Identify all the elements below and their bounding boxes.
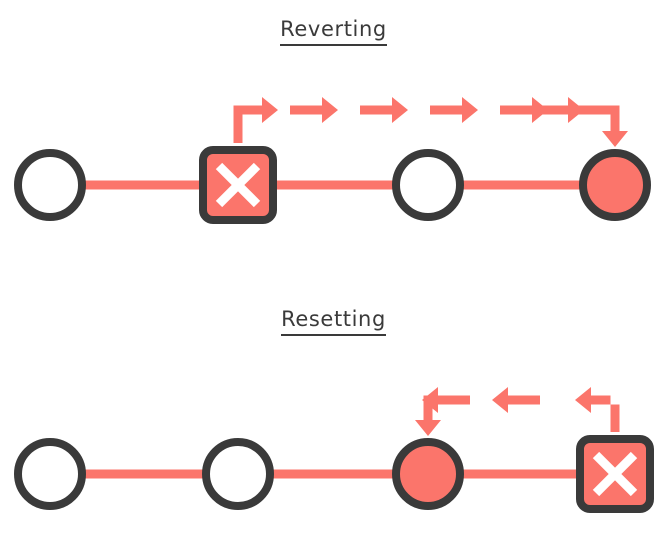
commit-node-2[interactable]: [202, 438, 274, 510]
section-title-resetting-label: Resetting: [281, 307, 386, 337]
flow-start-elbow-arrow: [233, 97, 278, 143]
commit-node-2-shape[interactable]: [202, 438, 274, 510]
head-node-shape[interactable]: [579, 149, 651, 221]
cross-icon: [592, 451, 638, 497]
section-graph-reverting: [14, 97, 651, 224]
flow-dash-arrow-2: [360, 97, 408, 123]
flow-dash-arrow-4: [500, 97, 548, 123]
cross-icon: [215, 162, 261, 208]
commit-node-1[interactable]: [14, 149, 86, 221]
flow-dash-arrow-3: [430, 97, 478, 123]
commit-node-1-shape[interactable]: [14, 149, 86, 221]
commit-node-3[interactable]: [392, 149, 464, 221]
flow-dash-arrow-2: [492, 387, 540, 413]
section-title-reverting: Reverting: [0, 17, 667, 47]
section-title-resetting: Resetting: [0, 307, 667, 337]
flow-start-elbow-arrow: [575, 387, 620, 432]
revert-commit-node[interactable]: [199, 146, 277, 224]
discarded-commit-node[interactable]: [576, 435, 654, 513]
flow-dash-arrow-5: [536, 97, 584, 123]
section-graph-resetting: [14, 387, 654, 513]
flow-end-elbow-arrow: [575, 105, 628, 147]
head-node[interactable]: [392, 438, 464, 510]
flow-end-elbow-arrow: [415, 395, 468, 436]
commit-node-3-shape[interactable]: [392, 149, 464, 221]
head-node[interactable]: [579, 149, 651, 221]
commit-node-1-shape[interactable]: [14, 438, 86, 510]
commit-node-1[interactable]: [14, 438, 86, 510]
section-title-reverting-label: Reverting: [280, 17, 387, 47]
head-node-shape[interactable]: [392, 438, 464, 510]
flow-dash-arrow-1: [290, 97, 338, 123]
